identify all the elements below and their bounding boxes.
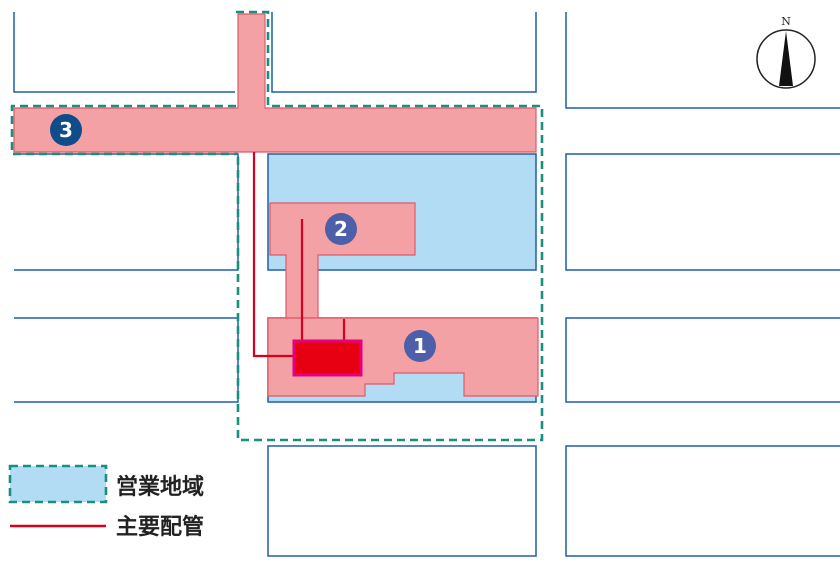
city-block (565, 153, 840, 271)
service-area-boundary-vertical (236, 10, 544, 442)
city-block (14, 317, 239, 403)
city-block (565, 317, 840, 403)
city-block (14, 153, 239, 271)
facility-3-road-corridor (13, 13, 537, 153)
legend: 営業地域 主要配管 (8, 464, 204, 540)
facility-markers: 1 2 3 (50, 114, 436, 362)
main-pipes (252, 152, 346, 358)
marker-1-label: 1 (413, 334, 427, 358)
marker-3: 3 (50, 114, 82, 146)
city-block (13, 12, 235, 93)
city-block (565, 445, 840, 557)
central-plant-station (292, 339, 363, 377)
marker-2-badge (325, 213, 357, 245)
marker-2: 2 (325, 213, 357, 245)
city-block (565, 12, 840, 109)
city-block (267, 445, 537, 557)
service-area-boundary-horizontal (10, 104, 238, 156)
north-compass: N (756, 15, 816, 89)
pipe-from-corridor (252, 152, 294, 358)
north-label: N (781, 15, 791, 28)
marker-3-badge (50, 114, 82, 146)
marker-2-label: 2 (334, 217, 348, 241)
city-block (271, 12, 537, 93)
legend-main-pipe-label: 主要配管 (116, 514, 204, 540)
service-area-boundary (10, 10, 544, 442)
marker-1: 1 (404, 330, 436, 362)
north-arrow-icon (779, 31, 793, 86)
legend-service-area-swatch (8, 464, 108, 504)
marker-1-badge (404, 330, 436, 362)
legend-service-area-label: 営業地域 (116, 474, 204, 500)
marker-3-label: 3 (59, 118, 73, 142)
